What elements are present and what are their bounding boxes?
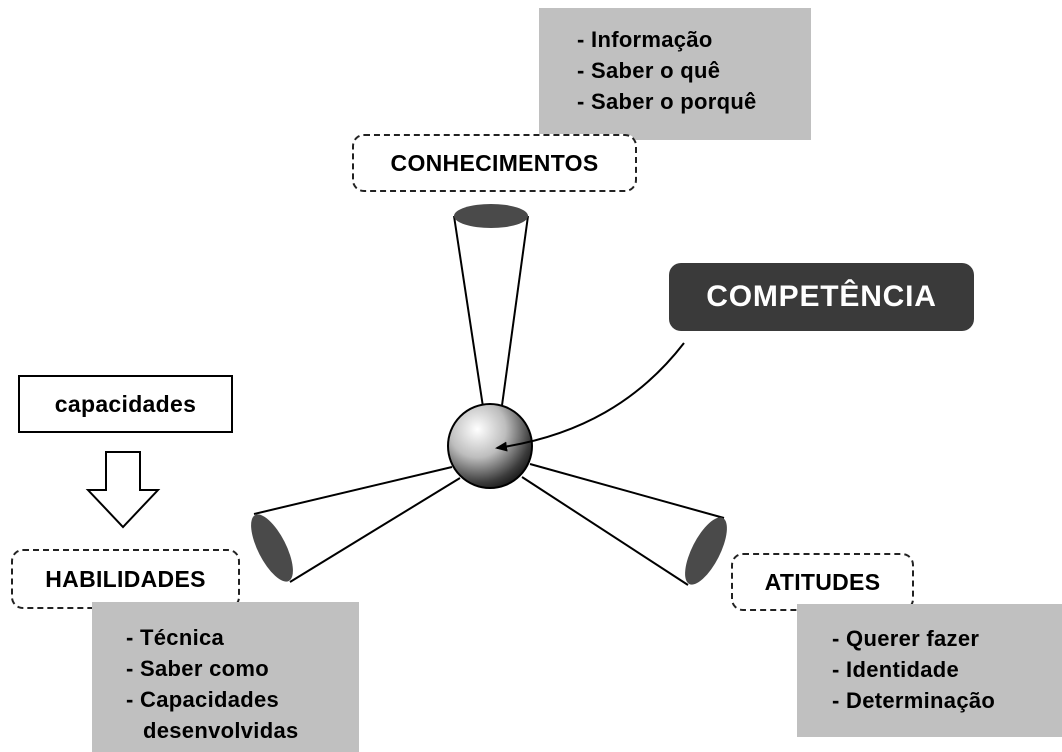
conhecimentos-items-box: - Informação - Saber o quê - Saber o por… [539, 8, 811, 140]
habilidades-label: HABILIDADES [11, 549, 240, 609]
competencia-label: COMPETÊNCIA [669, 263, 974, 331]
list-item: - Saber o porquê [577, 89, 757, 114]
list-item: - Determinação [832, 688, 996, 713]
list-item: - Saber o quê [577, 58, 721, 83]
conhecimentos-label: CONHECIMENTOS [352, 134, 637, 192]
competencia-arrow [495, 342, 685, 452]
center-sphere [447, 403, 533, 489]
capacidades-label: capacidades [54, 390, 197, 417]
list-item: - Técnica [126, 625, 225, 650]
habilidades-items-box: - Técnica - Saber como - Capacidades des… [92, 602, 359, 752]
cone-habilidades [251, 466, 461, 583]
list-item: - Identidade [832, 657, 960, 682]
list-item: - Informação [577, 27, 713, 52]
cone-atitudes [521, 463, 727, 586]
cone-conhecimentos [453, 204, 529, 421]
capacidades-box: capacidades [18, 375, 233, 433]
conhecimentos-label-text: CONHECIMENTOS [390, 149, 599, 176]
list-item: - Querer fazer [832, 626, 980, 651]
atitudes-items-box: - Querer fazer - Identidade - Determinaç… [797, 604, 1062, 737]
habilidades-label-text: HABILIDADES [45, 565, 206, 592]
atitudes-label: ATITUDES [731, 553, 914, 611]
list-item: - Saber como [126, 656, 269, 681]
competencia-label-text: COMPETÊNCIA [706, 280, 937, 313]
list-item: - Capacidades desenvolvidas [126, 687, 299, 743]
down-arrow-icon [85, 451, 161, 529]
atitudes-label-text: ATITUDES [764, 568, 881, 595]
